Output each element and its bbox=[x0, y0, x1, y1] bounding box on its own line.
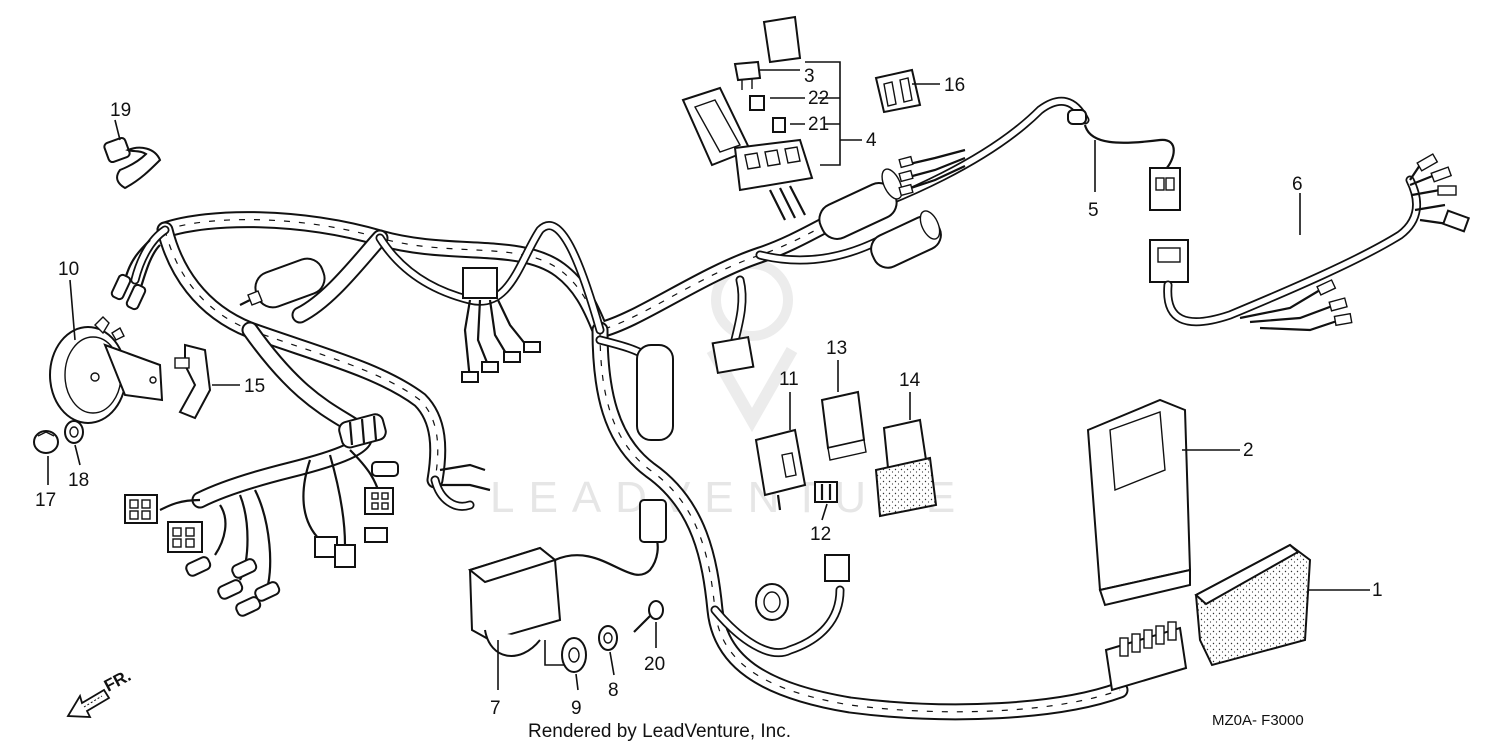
callout-18: 18 bbox=[68, 470, 89, 491]
callout-20: 20 bbox=[644, 654, 665, 675]
left-connector-cluster bbox=[124, 449, 399, 617]
callout-1: 1 bbox=[1372, 580, 1383, 601]
harness-end-connector bbox=[1104, 621, 1188, 692]
callout-2: 2 bbox=[1243, 440, 1254, 461]
callout-16: 16 bbox=[944, 75, 965, 96]
callout-22: 22 bbox=[808, 88, 829, 109]
misc-harness-connectors bbox=[636, 335, 850, 621]
cover-part-16 bbox=[874, 68, 922, 114]
fuse-part-12 bbox=[814, 481, 838, 503]
relay-part-14 bbox=[874, 418, 938, 518]
ignition-module-part-2 bbox=[1086, 398, 1192, 607]
callout-13: 13 bbox=[826, 338, 847, 359]
screw-part-20 bbox=[633, 600, 664, 633]
callout-11: 11 bbox=[779, 369, 799, 390]
callout-15: 15 bbox=[244, 376, 265, 397]
callout-7: 7 bbox=[490, 698, 501, 719]
callout-3: 3 bbox=[804, 66, 815, 87]
bracket-part-15 bbox=[174, 343, 212, 420]
relay-part-13 bbox=[820, 390, 867, 461]
front-indicator: FR. bbox=[66, 666, 134, 718]
callout-21: 21 bbox=[808, 114, 829, 135]
relay-part-11 bbox=[754, 428, 807, 511]
grommet-part-9 bbox=[561, 637, 587, 673]
fuse-box-assembly bbox=[681, 15, 814, 221]
callout-labels: 1 2 3 4 5 6 7 8 9 10 11 12 13 14 15 16 1… bbox=[35, 66, 1383, 719]
callout-19: 19 bbox=[110, 100, 131, 121]
nut-part-17 bbox=[33, 430, 59, 454]
collar-part-8 bbox=[598, 625, 618, 651]
callout-9: 9 bbox=[571, 698, 582, 719]
callout-14: 14 bbox=[899, 370, 921, 391]
pigtail-connector-right bbox=[898, 109, 1087, 197]
callout-4: 4 bbox=[866, 130, 877, 151]
front-arrow-icon bbox=[66, 688, 111, 718]
washer-part-18 bbox=[64, 420, 84, 444]
horn-part-10 bbox=[49, 316, 164, 424]
cover-part-1 bbox=[1194, 543, 1312, 667]
sub-harness-part-5 bbox=[1083, 124, 1181, 211]
band-clip-part-19 bbox=[103, 136, 162, 190]
unit-part-7 bbox=[467, 499, 667, 657]
callout-5: 5 bbox=[1088, 200, 1099, 221]
horn-pigtail bbox=[110, 239, 161, 311]
sub-harness-part-6 bbox=[1149, 153, 1471, 332]
callout-12: 12 bbox=[810, 524, 831, 545]
mid-connector-bundle bbox=[439, 267, 541, 492]
callout-17: 17 bbox=[35, 490, 56, 511]
callout-6: 6 bbox=[1292, 174, 1303, 195]
callout-8: 8 bbox=[608, 680, 619, 701]
condenser-part bbox=[239, 257, 326, 309]
leader-lines bbox=[47, 61, 1370, 691]
front-indicator-label: FR. bbox=[101, 666, 134, 696]
render-credit: Rendered by LeadVenture, Inc. bbox=[528, 721, 791, 742]
callout-10: 10 bbox=[58, 259, 79, 280]
resistor-caps bbox=[818, 168, 942, 269]
diagram-code: MZ0A- F3000 bbox=[1212, 712, 1304, 729]
